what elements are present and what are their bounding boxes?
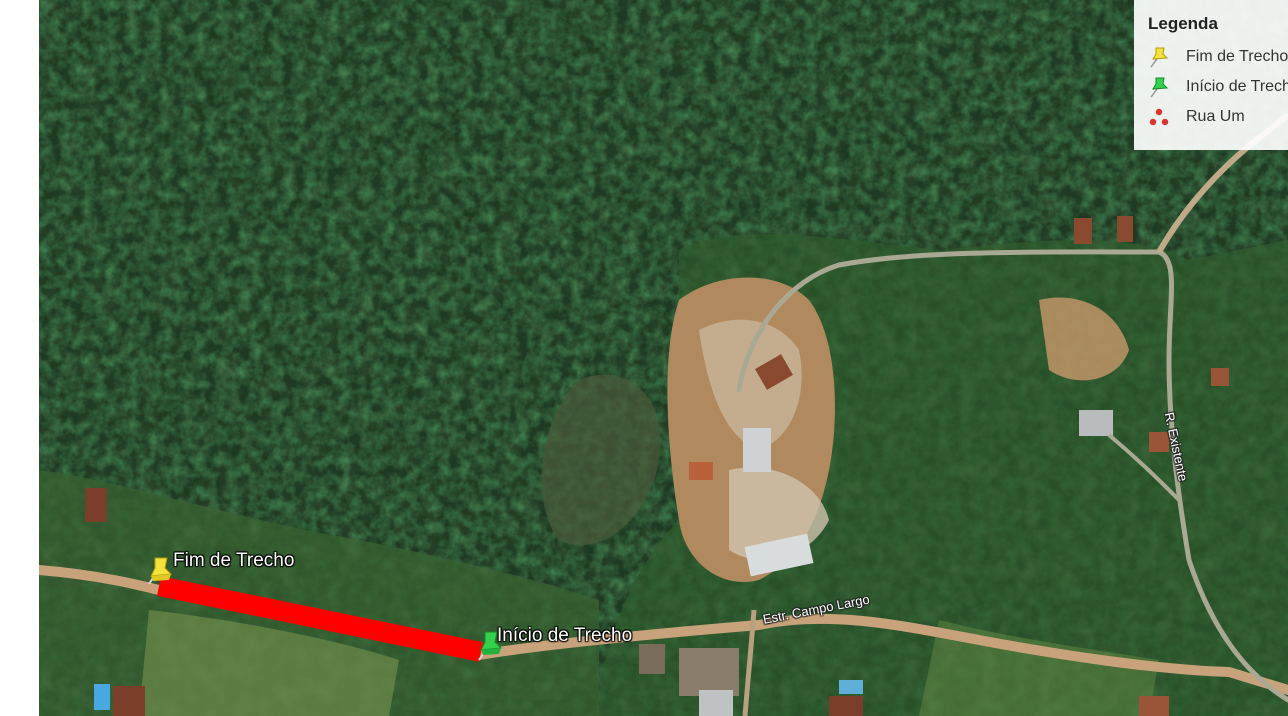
green-pushpin-icon: [478, 631, 503, 661]
yellow-pushpin-icon: [1148, 46, 1170, 68]
legend-item-rua-um[interactable]: Rua Um: [1148, 102, 1288, 132]
legend-item-inicio-de-trecho[interactable]: Início de Trecho: [1148, 72, 1288, 102]
yellow-pushpin-icon: [148, 557, 173, 585]
legend-item-label: Rua Um: [1186, 108, 1245, 125]
green-pushpin-icon: [1148, 76, 1170, 98]
start-marker-label: Início de Trecho: [497, 625, 633, 646]
satellite-map[interactable]: Fim de Trecho Início de Trecho Estr. Cam…: [39, 0, 1288, 716]
legend-item-label: Início de Trecho: [1186, 78, 1288, 95]
route-rua-um: [156, 576, 484, 662]
legend-title: Legenda: [1148, 14, 1218, 33]
legend-item-label: Fim de Trecho: [1186, 48, 1288, 65]
end-marker-label: Fim de Trecho: [173, 550, 295, 571]
red-dots-icon: [1148, 106, 1170, 128]
legend-item-fim-de-trecho[interactable]: Fim de Trecho: [1148, 42, 1288, 72]
satellite-imagery: [39, 0, 1288, 716]
map-legend: Legenda Fim de Trecho Início de Trecho: [1134, 0, 1288, 150]
